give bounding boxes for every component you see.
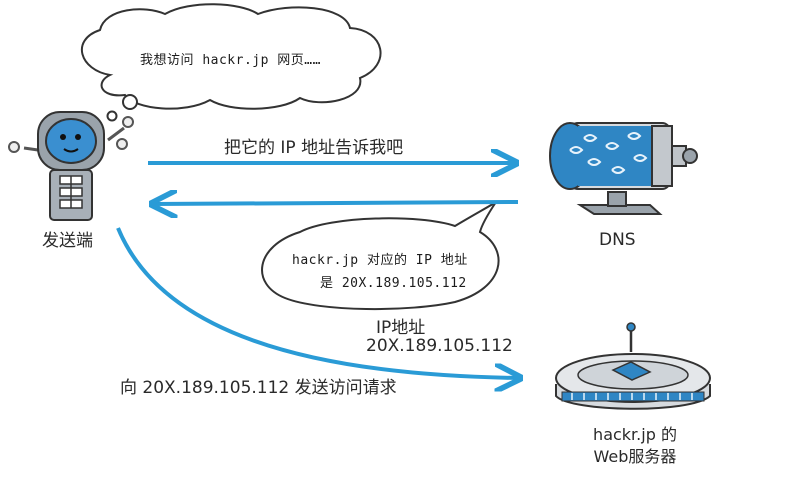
response-arrow xyxy=(152,202,519,204)
dns-reply-line2: 是 20X.189.105.112 xyxy=(320,276,467,291)
dns-reply-line1: hackr.jp 对应的 IP 地址 xyxy=(292,253,468,268)
server-label-line1: hackr.jp 的 xyxy=(593,425,677,444)
ip-label-line1: IP地址 xyxy=(376,318,426,338)
query-arrow-label: 把它的 IP 地址告诉我吧 xyxy=(224,138,404,158)
dns-label: DNS xyxy=(599,230,636,250)
dns-server-icon xyxy=(549,122,698,215)
thought-cloud-bubble xyxy=(80,3,382,122)
client-label: 发送端 xyxy=(42,231,93,251)
ip-label-line2: 20X.189.105.112 xyxy=(366,336,513,356)
dns-reply-speech-bubble xyxy=(261,201,500,311)
request-arrow xyxy=(116,227,520,378)
web-server-icon xyxy=(555,322,711,410)
robot-client-icon xyxy=(8,111,134,221)
thought-bubble-text: 我想访问 hackr.jp 网页…… xyxy=(140,53,321,68)
server-label-line2: Web服务器 xyxy=(593,447,677,466)
request-arrow-label: 向 20X.189.105.112 发送访问请求 xyxy=(120,378,397,398)
arrows xyxy=(116,163,520,378)
server-label: hackr.jp 的 Web服务器 xyxy=(560,424,710,468)
